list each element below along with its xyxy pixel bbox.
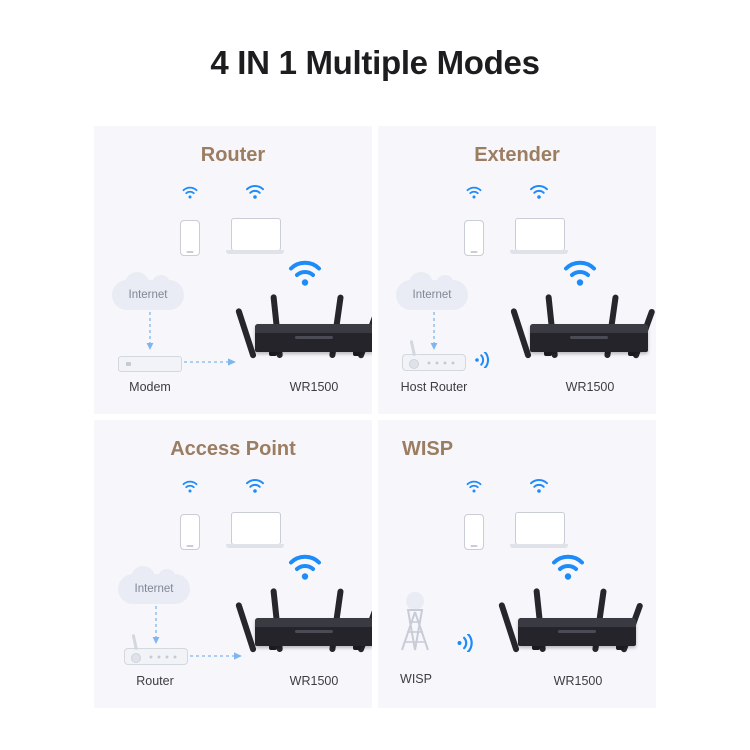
panel-title-extender: Extender xyxy=(474,144,560,166)
laptop-screen xyxy=(515,512,565,545)
laptop-base xyxy=(510,250,568,254)
laptop-icon xyxy=(510,218,568,258)
wifi-icon-router xyxy=(563,260,597,287)
router-body xyxy=(255,618,372,646)
wifi-icon-link xyxy=(454,634,476,652)
panel-title-wisp: WISP xyxy=(402,438,454,460)
mode-panel-grid: Router Internet xyxy=(94,126,656,708)
wr1500-router xyxy=(508,268,656,360)
wifi-icon-laptop xyxy=(245,184,265,200)
host-router-ports xyxy=(425,360,457,365)
router-foot-right xyxy=(353,352,361,356)
laptop-icon xyxy=(226,512,284,552)
phone-icon xyxy=(180,220,200,256)
connector-cloud-modem xyxy=(146,312,154,350)
client-devices-wisp xyxy=(378,478,656,568)
router-foot-right xyxy=(616,646,624,650)
mode-panel-wisp[interactable]: WISP xyxy=(378,420,656,708)
modem-icon xyxy=(118,356,182,372)
host-router-antenna xyxy=(409,340,416,357)
cell-tower-icon xyxy=(388,592,442,654)
mode-panel-access-point[interactable]: Access Point Internet xyxy=(94,420,372,708)
laptop-screen xyxy=(515,218,565,251)
internet-cloud-label: Internet xyxy=(412,289,452,301)
wifi-icon-phone xyxy=(466,186,482,199)
phone-icon xyxy=(464,220,484,256)
antenna-1 xyxy=(235,601,257,653)
router-label-router: WR1500 xyxy=(289,380,339,394)
router-foot-left xyxy=(269,646,277,650)
antenna-1 xyxy=(510,307,532,359)
panel-title-router: Router xyxy=(200,144,266,166)
source-label-extender: Host Router xyxy=(400,380,468,394)
router-foot-right xyxy=(628,352,636,356)
router-icon xyxy=(124,634,188,665)
wifi-icon-phone xyxy=(182,186,198,199)
connector-router-wr1500 xyxy=(190,652,242,660)
router-ports xyxy=(147,654,179,659)
laptop-icon xyxy=(510,512,568,552)
source-label-access-point: Router xyxy=(136,674,174,688)
router-body xyxy=(255,324,372,352)
host-router-knob xyxy=(409,358,419,369)
internet-cloud: Internet xyxy=(396,272,468,310)
client-devices-access-point xyxy=(94,478,372,568)
internet-cloud: Internet xyxy=(118,566,190,604)
wifi-icon-phone xyxy=(182,480,198,493)
router-foot-left xyxy=(269,352,277,356)
internet-cloud: Internet xyxy=(112,272,184,310)
client-devices-extender xyxy=(378,184,656,274)
mode-panel-router[interactable]: Router Internet xyxy=(94,126,372,414)
router-foot-left xyxy=(544,352,552,356)
wr1500-router xyxy=(233,562,372,654)
router-foot-left xyxy=(532,646,540,650)
router-label-wisp: WR1500 xyxy=(553,674,603,688)
router-antenna xyxy=(131,634,138,651)
antenna-1 xyxy=(235,307,257,359)
phone-icon xyxy=(464,514,484,550)
router-label-extender: WR1500 xyxy=(565,380,615,394)
laptop-base xyxy=(226,544,284,548)
connector-modem-router xyxy=(184,358,236,366)
wifi-icon-link xyxy=(472,352,492,368)
wifi-icon-router xyxy=(288,260,322,287)
connector-cloud-hostrouter xyxy=(430,312,438,350)
wifi-icon-router xyxy=(551,554,585,581)
router-label-access-point: WR1500 xyxy=(289,674,339,688)
router-knob xyxy=(131,652,141,663)
laptop-base xyxy=(226,250,284,254)
router-body xyxy=(530,324,648,352)
antenna-1 xyxy=(498,601,520,653)
internet-cloud-label: Internet xyxy=(128,289,168,301)
mode-panel-extender[interactable]: Extender Internet xyxy=(378,126,656,414)
connector-cloud-router xyxy=(152,606,160,644)
router-body xyxy=(518,618,636,646)
phone-icon xyxy=(180,514,200,550)
source-label-wisp: WISP xyxy=(400,672,432,686)
wifi-icon-laptop xyxy=(529,478,549,494)
wifi-icon-laptop xyxy=(529,184,549,200)
laptop-base xyxy=(510,544,568,548)
panel-title-access-point: Access Point xyxy=(170,438,296,460)
source-label-router: Modem xyxy=(129,380,171,394)
page-title: 4 IN 1 Multiple Modes xyxy=(210,44,540,81)
wifi-icon-router xyxy=(288,554,322,581)
client-devices-router xyxy=(94,184,372,274)
laptop-screen xyxy=(231,218,281,251)
wr1500-router xyxy=(233,268,372,360)
wifi-icon-phone xyxy=(466,480,482,493)
laptop-icon xyxy=(226,218,284,258)
internet-cloud-label: Internet xyxy=(134,583,174,595)
host-router-icon xyxy=(402,340,466,371)
wr1500-router xyxy=(496,562,656,654)
laptop-screen xyxy=(231,512,281,545)
wifi-icon-laptop xyxy=(245,478,265,494)
router-foot-right xyxy=(353,646,361,650)
